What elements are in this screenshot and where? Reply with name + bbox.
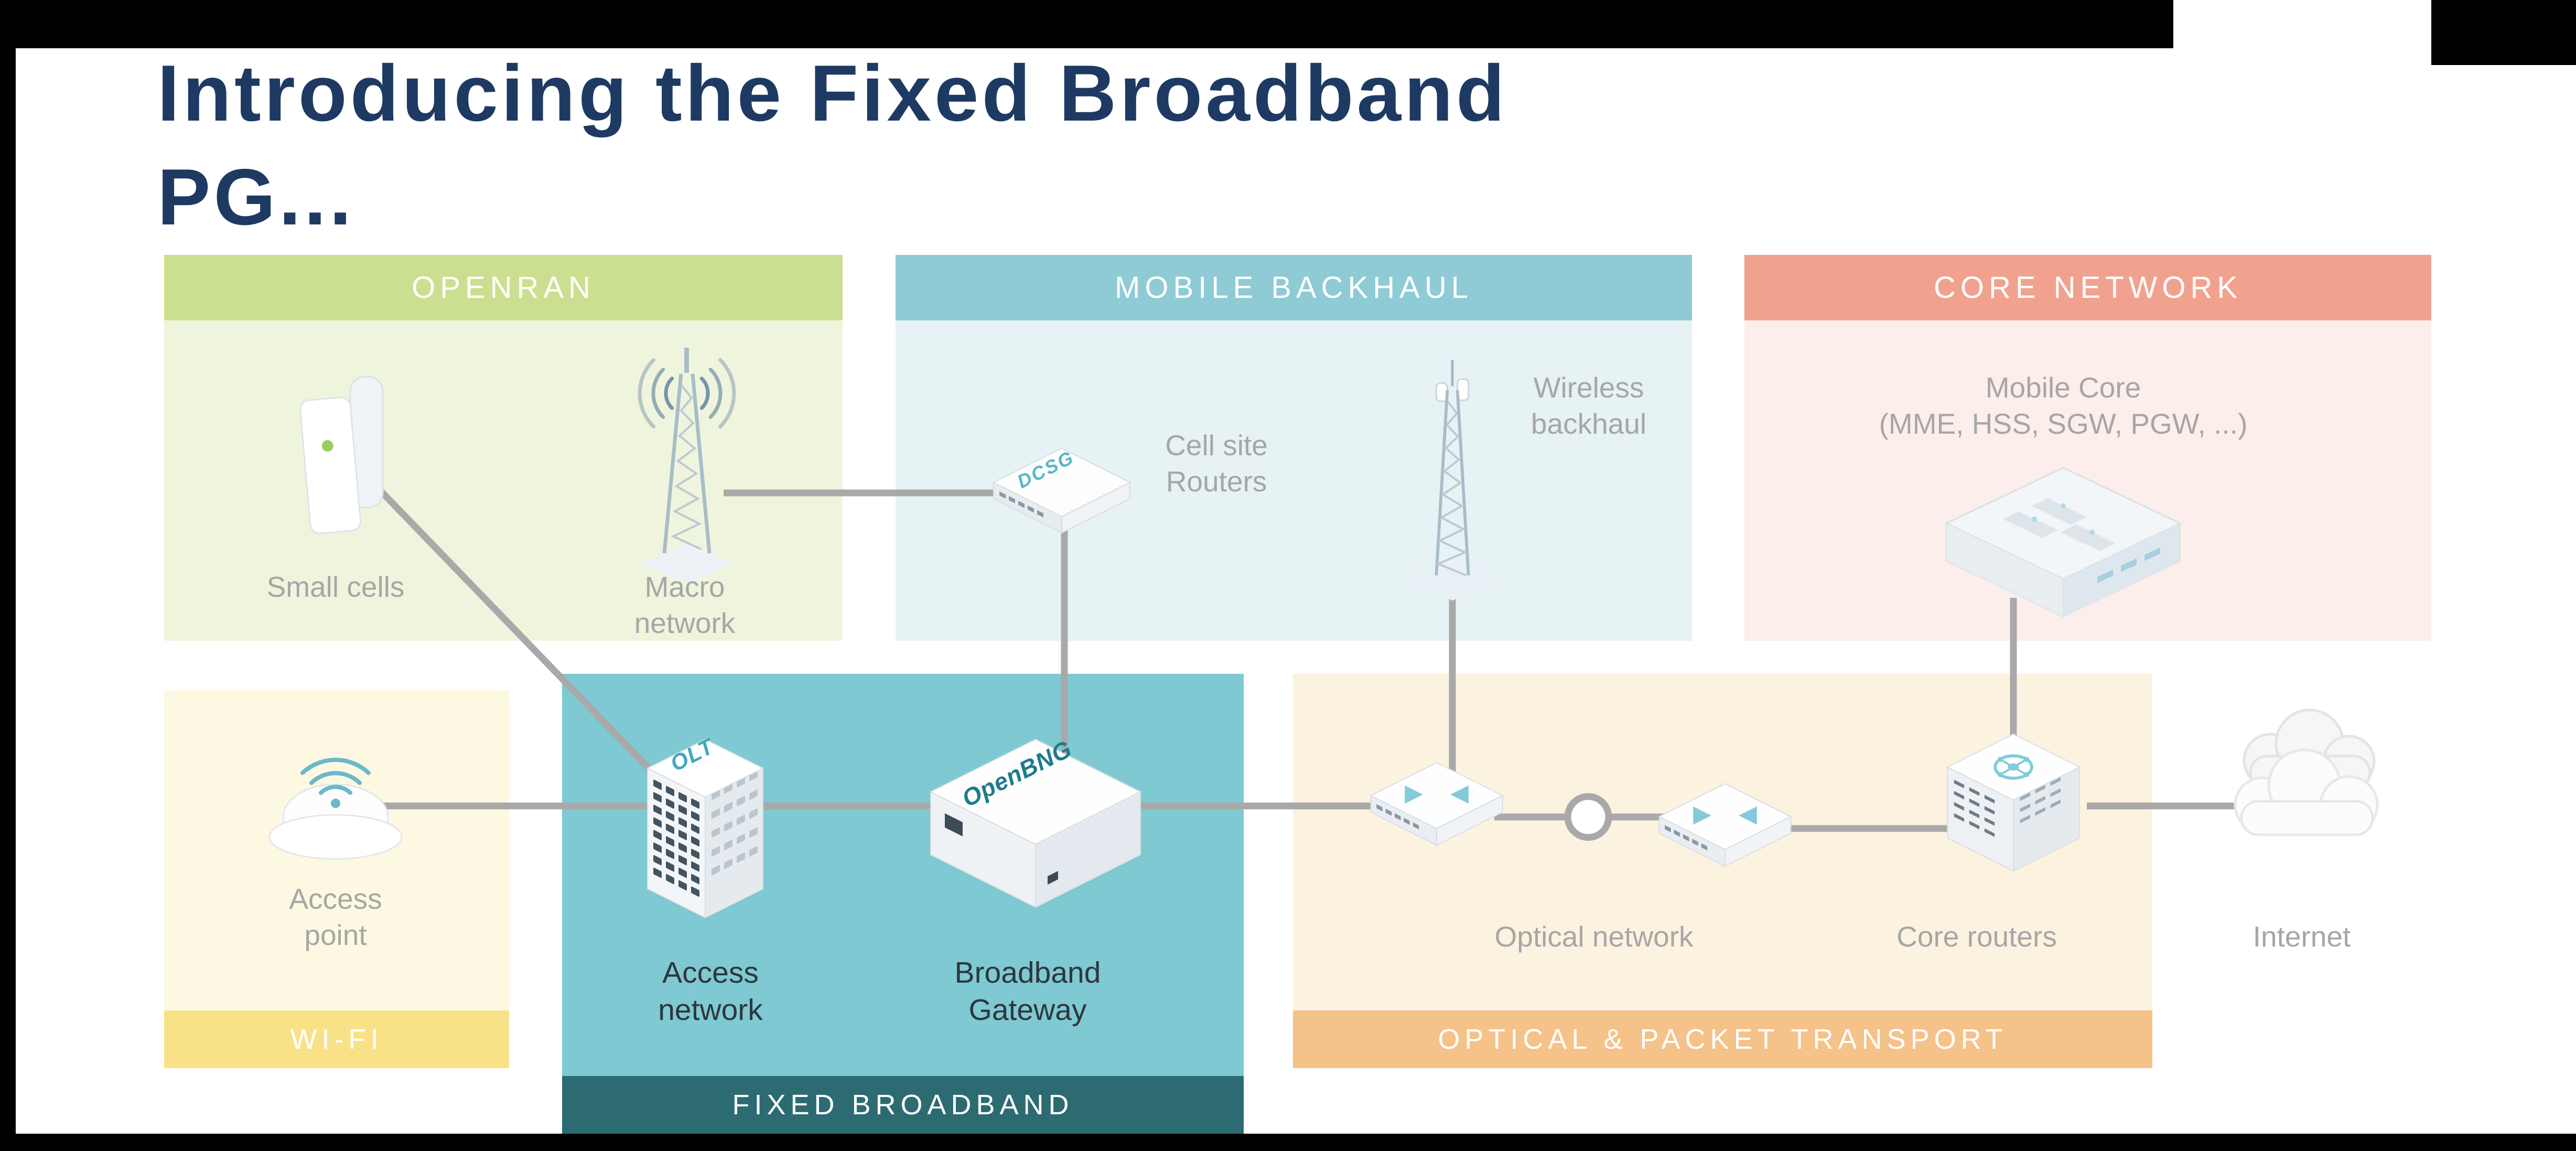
core-network-header-bar: CORE NETWORK [1744,255,2431,320]
region-openran: OPENRAN [164,255,843,641]
macro-network-label: Macro network [634,571,736,639]
wireless-backhaul-label: Wireless backhaul [1530,371,1647,440]
internet-label: Internet [2252,920,2351,953]
core-router-icon [1946,733,2081,872]
dcsg-router-icon: DCSG [992,446,1131,534]
access-point-label: Access point [289,883,382,951]
region-optical-transport: OPTICAL & PACKET TRANSPORT [1293,674,2152,1068]
optical-switch-1-icon [1370,762,1504,846]
region-mobile-backhaul: MOBILE BACKHAUL [896,255,1692,641]
mobile-core-datacenter-icon [1944,467,2182,618]
region-wifi: WI-FI [164,690,509,1068]
wireless-backhaul-tower-icon [1404,360,1501,601]
openran-header-bar: OPENRAN [164,255,843,320]
olt-device-icon: OLT [646,733,764,919]
core-routers-label: Core routers [1896,920,2057,953]
region-core-network: CORE NETWORK [1744,255,2431,641]
access-point-icon [268,758,403,860]
access-network-label: Access network [658,956,763,1027]
link-small-cells-olt [375,485,684,805]
slide-title: Introducing the Fixed Broadband PG... [157,49,1508,242]
optical-transport-footer-bar: OPTICAL & PACKET TRANSPORT [1293,1010,2152,1068]
cell-site-routers-label: Cell site Routers [1165,429,1268,498]
macro-tower-icon [638,348,736,584]
mobile-backhaul-header-bar: MOBILE BACKHAUL [896,255,1692,320]
top-white-notch [2173,0,2431,48]
small-cells-icon [299,375,384,534]
optical-network-label: Optical network [1494,920,1694,953]
region-fixed-broadband: FIXED BROADBAND [562,674,1244,1134]
fiber-ring-icon [1564,793,1612,841]
small-cells-label: Small cells [266,571,405,603]
wifi-footer-bar: WI-FI [164,1010,509,1068]
openbng-device-icon: OpenBNG [929,735,1142,908]
optical-switch-2-icon [1658,783,1792,867]
mobile-core-label: Mobile Core (MME, HSS, SGW, PGW, ...) [1879,371,2248,440]
internet-cloud-icon [2234,708,2379,836]
fixed-broadband-footer-bar: FIXED BROADBAND [562,1076,1244,1134]
top-right-black-block [2431,0,2576,65]
broadband-gateway-label: Broadband Gateway [954,956,1101,1027]
